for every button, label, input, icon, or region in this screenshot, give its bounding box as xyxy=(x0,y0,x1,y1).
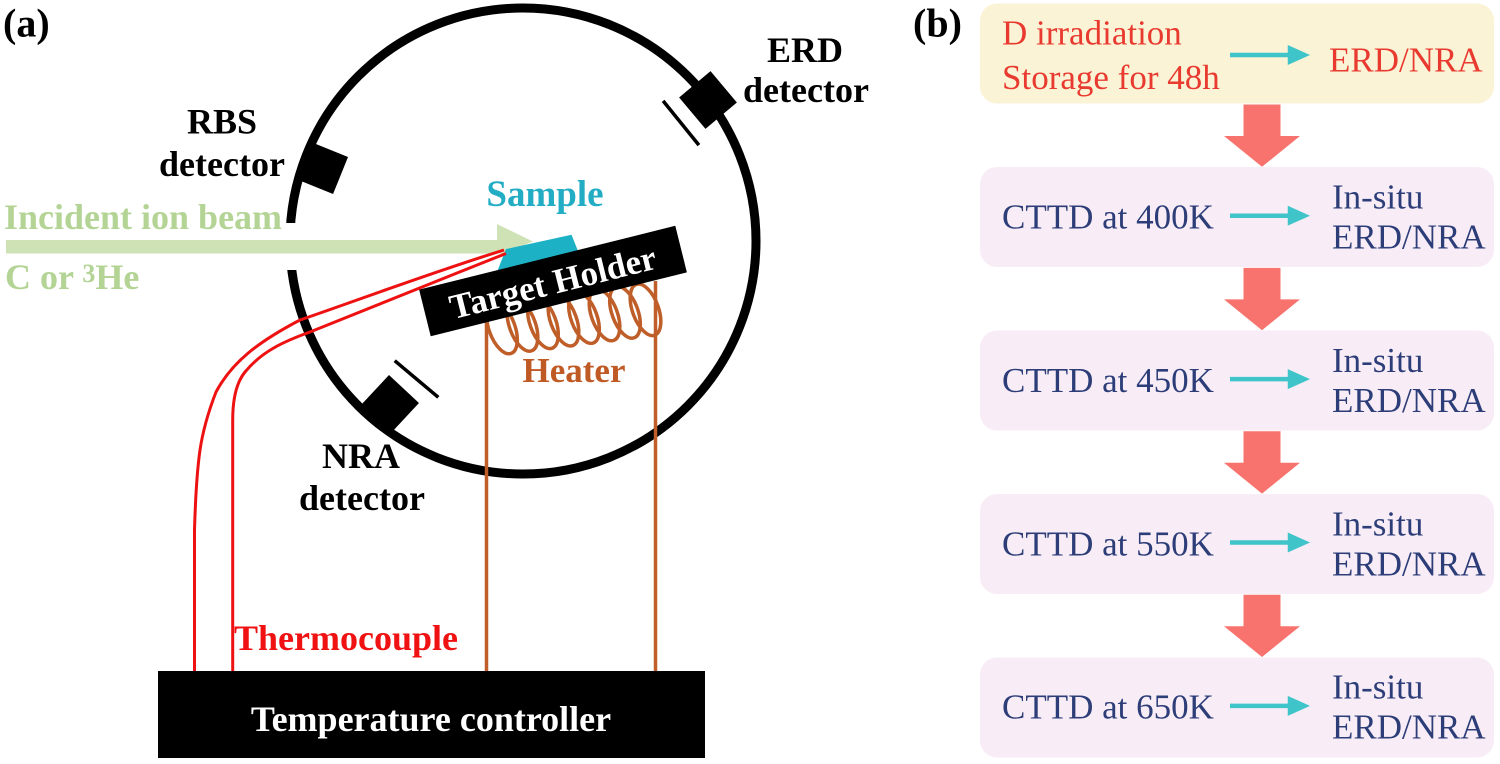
svg-text:In-situ: In-situ xyxy=(1332,178,1423,217)
svg-text:C or 3He: C or 3He xyxy=(5,257,139,297)
svg-text:CTTD at 400K: CTTD at 400K xyxy=(1002,198,1214,237)
svg-text:Temperature controller: Temperature controller xyxy=(251,699,611,739)
svg-text:ERD/NRA: ERD/NRA xyxy=(1329,41,1483,80)
svg-text:CTTD at 550K: CTTD at 550K xyxy=(1002,524,1214,563)
svg-text:In-situ: In-situ xyxy=(1332,668,1423,707)
svg-text:detector: detector xyxy=(159,144,285,184)
svg-text:NRA: NRA xyxy=(322,436,400,476)
svg-text:ERD/NRA: ERD/NRA xyxy=(1332,218,1486,257)
svg-text:RBS: RBS xyxy=(187,102,257,142)
svg-text:Storage for 48h: Storage for 48h xyxy=(1002,58,1220,97)
svg-text:Thermocouple: Thermocouple xyxy=(234,618,458,658)
svg-text:Incident ion beam: Incident ion beam xyxy=(4,197,282,237)
svg-text:D irradiation: D irradiation xyxy=(1002,14,1182,53)
svg-text:(b): (b) xyxy=(913,1,962,46)
svg-text:In-situ: In-situ xyxy=(1332,341,1423,380)
svg-text:ERD: ERD xyxy=(767,30,843,70)
svg-text:ERD/NRA: ERD/NRA xyxy=(1332,544,1486,583)
svg-text:detector: detector xyxy=(299,478,425,518)
svg-text:CTTD at 650K: CTTD at 650K xyxy=(1002,688,1214,727)
svg-text:Sample: Sample xyxy=(486,174,603,215)
svg-text:detector: detector xyxy=(743,70,869,110)
svg-text:In-situ: In-situ xyxy=(1332,504,1423,543)
svg-text:(a): (a) xyxy=(3,1,50,46)
svg-text:ERD/NRA: ERD/NRA xyxy=(1332,381,1486,420)
svg-text:Heater: Heater xyxy=(523,351,626,390)
svg-text:CTTD at 450K: CTTD at 450K xyxy=(1002,361,1214,400)
svg-text:ERD/NRA: ERD/NRA xyxy=(1332,708,1486,747)
